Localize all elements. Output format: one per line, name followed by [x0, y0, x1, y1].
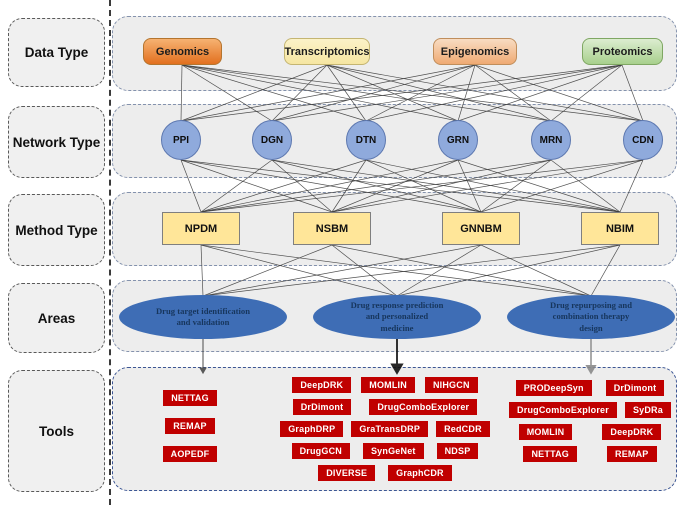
data-type-label: Genomics	[155, 45, 210, 58]
tool-nihgcn: NIHGCN	[424, 377, 478, 393]
tool-drdimont: DrDimont	[605, 380, 665, 396]
area-text-line: Drug repurposing and	[550, 299, 632, 310]
tool-graphcdr: GraphCDR	[388, 465, 452, 481]
tool-aopedf: AOPEDF	[162, 446, 218, 462]
tool-row: GraphDRP GraTransDRP RedCDR	[280, 421, 490, 437]
tool-deepdrk: DeepDRK	[292, 377, 352, 393]
tool-syngenet: SynGeNet	[362, 443, 424, 459]
tool-row: PRODeepSyn DrDimont	[515, 380, 665, 396]
method-label: NBIM	[605, 222, 635, 235]
tool-row: MOMLIN DeepDRK	[517, 424, 663, 440]
network-label: MRN	[539, 134, 563, 146]
tool-deepdrk: DeepDRK	[602, 424, 662, 440]
network-label: DTN	[355, 134, 377, 146]
tool-gratransdrp: GraTransDRP	[351, 421, 429, 437]
tool-prodeepsyn: PRODeepSyn	[515, 380, 592, 396]
row-label-text: Network Type	[12, 134, 101, 150]
row-label-method-type: Method Type	[8, 194, 105, 266]
area-drug-repurposing: Drug repurposing and combination therapy…	[507, 295, 675, 339]
row-label-tools: Tools	[8, 370, 105, 492]
row-label-text: Data Type	[24, 45, 89, 60]
tool-remap: REMAP	[165, 418, 215, 434]
tool-row: DeepDRK MOMLIN NIHGCN	[288, 377, 482, 393]
tool-row: NETTAG REMAP	[517, 446, 663, 462]
data-type-label: Epigenomics	[440, 45, 510, 58]
area-text-line: Drug response prediction	[350, 299, 444, 310]
tool-druggcn: DrugGCN	[291, 443, 350, 459]
network-label: CDN	[632, 134, 654, 146]
row-label-network-type: Network Type	[8, 106, 105, 178]
tool-row: DrDimont DrugComboExplorer	[288, 399, 482, 415]
row-label-text: Tools	[39, 423, 74, 439]
tool-row: DrugComboExplorer SyDRa	[509, 402, 671, 418]
data-type-genomics: Genomics	[143, 38, 222, 65]
network-node-mrn: MRN	[531, 120, 571, 160]
tool-momlin: MOMLIN	[518, 424, 573, 440]
area-drug-response-prediction: Drug response prediction and personalize…	[313, 295, 481, 339]
area-drug-target-identification: Drug target identification and validatio…	[119, 295, 287, 339]
method-label: NPDM	[184, 222, 218, 235]
tool-momlin: MOMLIN	[361, 377, 415, 393]
tool-drdimont: DrDimont	[292, 399, 352, 415]
method-node-nsbm: NSBM	[293, 212, 371, 245]
row-label-text: Method Type	[15, 222, 98, 238]
tool-group-drug-target: NETTAG REMAP AOPEDF	[158, 390, 222, 462]
tool-nettag: NETTAG	[523, 446, 577, 462]
data-type-transcriptomics: Transcriptomics	[284, 38, 370, 65]
area-text-line: and validation	[176, 317, 230, 327]
area-text-line: Drug target identification	[155, 305, 251, 316]
network-node-cdn: CDN	[623, 120, 663, 160]
tool-drugcomboexplorer: DrugComboExplorer	[509, 402, 617, 418]
row-label-data-type: Data Type	[8, 18, 105, 87]
tool-sydra: SyDRa	[624, 402, 671, 418]
tool-nettag: NETTAG	[163, 390, 217, 406]
area-text-line: design	[579, 322, 603, 333]
tool-row: DrugGCN SynGeNet NDSP	[288, 443, 482, 459]
method-label: GNNBM	[460, 222, 502, 235]
tool-ndsp: NDSP	[436, 443, 479, 459]
area-text-line: and personalized	[365, 311, 429, 322]
row-label-text: Areas	[37, 310, 76, 326]
method-node-gnnbm: GNNBM	[442, 212, 520, 245]
method-label: NSBM	[315, 222, 349, 235]
tool-row: DIVERSE GraphCDR	[288, 465, 482, 481]
area-text-line: combination therapy	[552, 311, 630, 322]
area-text-line: medicine	[380, 322, 414, 333]
network-label: DGN	[260, 134, 284, 146]
data-type-epigenomics: Epigenomics	[433, 38, 517, 65]
network-node-grn: GRN	[438, 120, 478, 160]
data-type-label: Proteomics	[592, 45, 653, 58]
divider-line	[109, 0, 111, 505]
tool-diverse: DIVERSE	[318, 465, 376, 481]
network-node-ppi: PPI	[161, 120, 201, 160]
network-node-dgn: DGN	[252, 120, 292, 160]
network-label: GRN	[446, 134, 470, 146]
data-type-label: Transcriptomics	[284, 45, 370, 58]
method-node-nbim: NBIM	[581, 212, 659, 245]
row-label-areas: Areas	[8, 283, 105, 353]
tool-graphdrp: GraphDRP	[280, 421, 344, 437]
data-type-proteomics: Proteomics	[582, 38, 663, 65]
tool-group-drug-repurposing: PRODeepSyn DrDimont DrugComboExplorer Sy…	[509, 380, 671, 462]
method-node-npdm: NPDM	[162, 212, 240, 245]
network-label: PPI	[172, 134, 190, 146]
tool-drugcomboexplorer: DrugComboExplorer	[369, 399, 478, 415]
tool-group-drug-response: DeepDRK MOMLIN NIHGCN DrDimont DrugCombo…	[280, 377, 490, 481]
network-node-dtn: DTN	[346, 120, 386, 160]
tool-redcdr: RedCDR	[436, 421, 490, 437]
tool-remap: REMAP	[607, 446, 657, 462]
